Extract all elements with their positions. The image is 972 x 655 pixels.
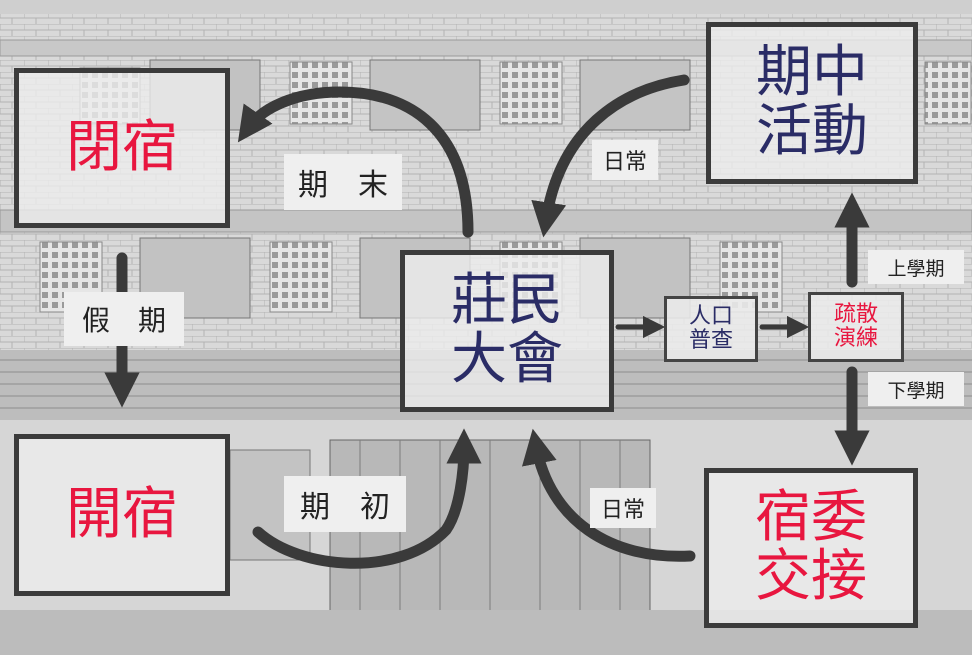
node-census-label: 人口 普查 [688, 303, 733, 353]
node-closed-dorm: 閉宿 [14, 68, 230, 228]
label-second-semester: 下學期 [868, 372, 964, 406]
node-handover-label: 宿委 交接 [755, 485, 867, 609]
node-assembly-label: 莊民 大會 [451, 268, 563, 392]
node-open-dorm: 開宿 [14, 434, 230, 596]
arrow-assembly-to-closed [237, 86, 474, 238]
label-term-end: 期 末 [284, 154, 402, 210]
arrow-open-to-assembly [252, 428, 482, 569]
arrow-handover-to-assembly [521, 428, 696, 562]
node-assembly: 莊民 大會 [400, 250, 614, 412]
label-term-start: 期 初 [284, 476, 406, 532]
node-drill: 疏散 演練 [808, 292, 904, 362]
arrow-mid-to-assembly [531, 74, 690, 238]
node-handover: 宿委 交接 [704, 468, 918, 628]
label-daily-bottom: 日常 [590, 488, 656, 528]
node-open-dorm-label: 開宿 [66, 481, 178, 547]
node-closed-dorm-label: 閉宿 [66, 114, 178, 180]
node-census: 人口 普查 [664, 296, 758, 362]
label-vacation: 假 期 [64, 292, 184, 346]
label-first-semester: 上學期 [868, 250, 964, 284]
node-drill-label: 疏散 演練 [833, 301, 878, 351]
node-mid-activity: 期中 活動 [706, 22, 918, 184]
node-mid-activity-label: 期中 活動 [756, 40, 868, 164]
label-daily-top: 日常 [592, 140, 658, 180]
